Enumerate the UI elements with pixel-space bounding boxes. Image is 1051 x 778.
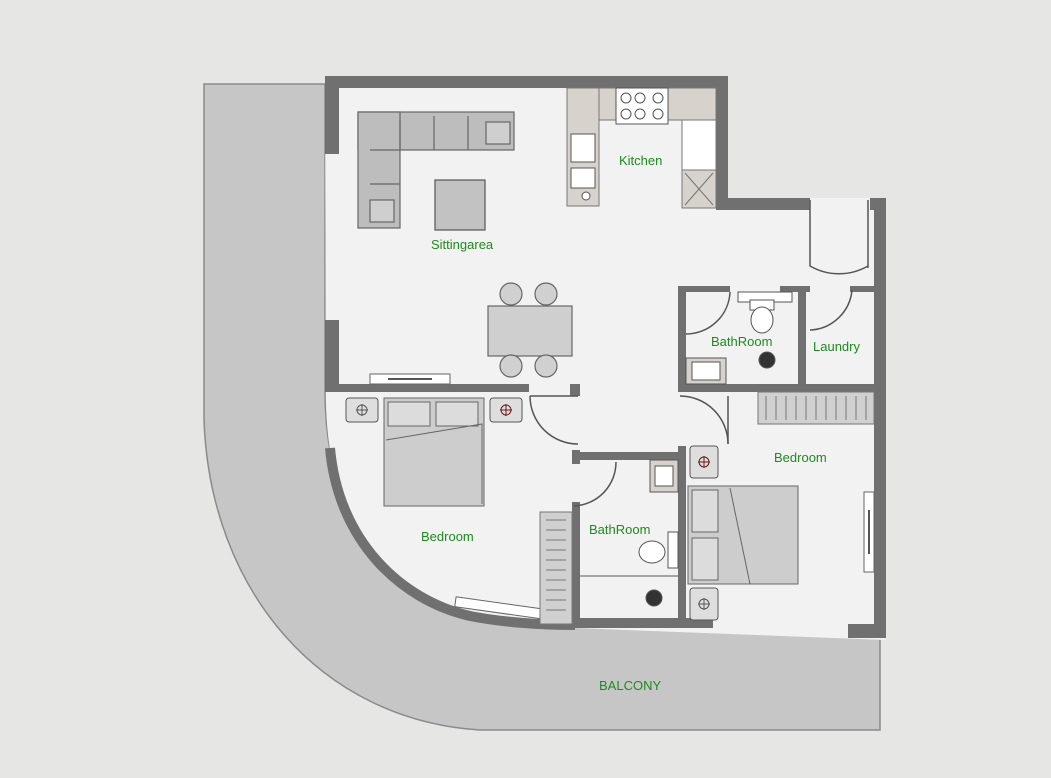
nightstand-2 — [689, 445, 719, 621]
door-bathroom-2 — [573, 461, 617, 507]
curved-wall — [325, 447, 576, 630]
wardrobe-2 — [757, 391, 875, 425]
doors — [529, 200, 869, 507]
bed-2 — [687, 485, 799, 585]
door-laundry — [809, 289, 853, 331]
label-laundry: Laundry — [813, 339, 860, 354]
door-bedroom-2 — [679, 395, 729, 445]
interior-walls — [339, 286, 878, 628]
label-balcony: BALCONY — [599, 678, 661, 693]
nightstand-1 — [345, 397, 523, 423]
bathroom-2-fixtures — [580, 459, 679, 607]
dining-set — [487, 282, 573, 378]
label-bedroom-1: Bedroom — [421, 529, 474, 544]
label-bathroom-1: BathRoom — [711, 334, 772, 349]
door-main — [809, 200, 869, 275]
label-kitchen: Kitchen — [619, 153, 662, 168]
sofa — [357, 111, 515, 229]
kitchen-sink — [570, 133, 596, 201]
bathroom-1-fixtures — [685, 291, 793, 385]
coffee-table — [434, 179, 486, 231]
door-bedroom-1 — [529, 395, 579, 445]
bed-1 — [383, 397, 485, 507]
outer-walls — [325, 76, 886, 638]
door-bathroom-1 — [685, 291, 731, 335]
label-bathroom-2: BathRoom — [589, 522, 650, 537]
cooktop — [615, 87, 669, 125]
label-bedroom-2: Bedroom — [774, 450, 827, 465]
wardrobe-1 — [539, 511, 573, 625]
label-sitting-area: Sittingarea — [431, 237, 494, 252]
